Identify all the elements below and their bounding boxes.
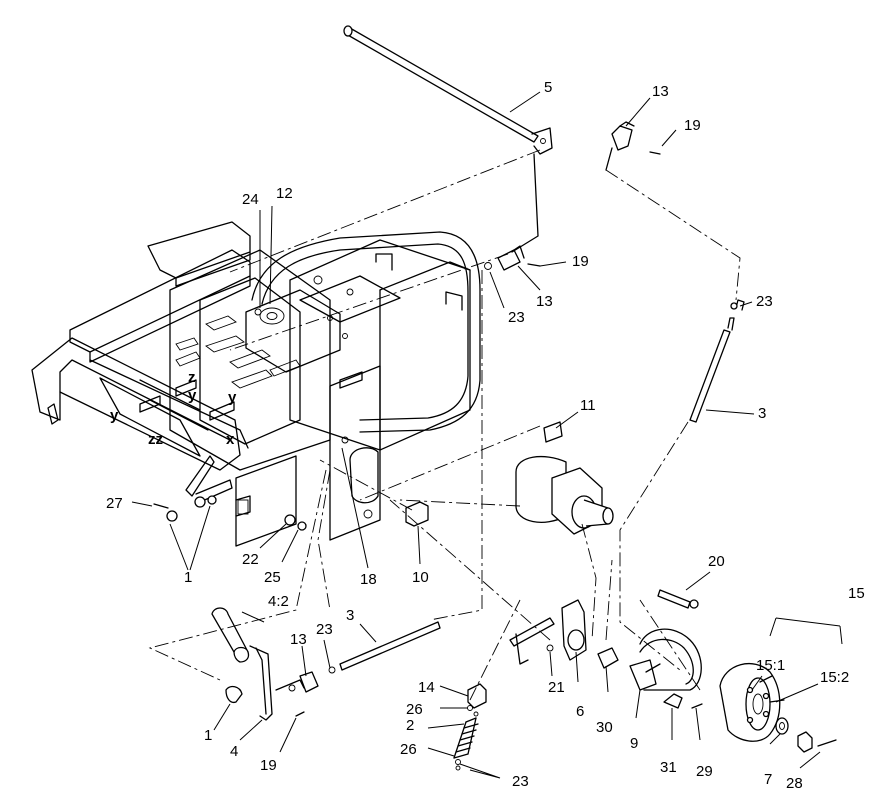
frame-assembly bbox=[31, 221, 481, 547]
callout-15-2: 15:2 bbox=[820, 669, 849, 686]
callout-23: 23 bbox=[508, 309, 525, 326]
callout-4-2: 4:2 bbox=[268, 593, 289, 610]
callout-3: 3 bbox=[758, 405, 766, 422]
leader-lines bbox=[131, 91, 843, 779]
callout-11: 11 bbox=[580, 397, 596, 414]
callout-28: 28 bbox=[786, 775, 803, 792]
mark-y: y bbox=[228, 389, 237, 406]
callout-21: 21 bbox=[548, 679, 565, 696]
callout-1: 1 bbox=[184, 569, 192, 586]
wheel-hub-assembly bbox=[719, 662, 837, 753]
callout-12: 12 bbox=[276, 185, 293, 202]
callout-27: 27 bbox=[106, 495, 123, 512]
callout-20: 20 bbox=[708, 553, 725, 570]
callout-19: 19 bbox=[572, 253, 589, 270]
phantom-lines bbox=[148, 149, 741, 701]
callout-3: 3 bbox=[346, 607, 354, 624]
callout-18: 18 bbox=[360, 571, 377, 588]
callout-31: 31 bbox=[660, 759, 677, 776]
mark-x: x bbox=[226, 431, 235, 448]
callout-19: 19 bbox=[260, 757, 277, 774]
motor-assembly bbox=[405, 421, 614, 535]
callout-9: 9 bbox=[630, 735, 638, 752]
mark-y: y bbox=[188, 387, 197, 404]
callout-6: 6 bbox=[576, 703, 584, 720]
spring-assembly bbox=[453, 705, 479, 771]
hardware bbox=[153, 302, 738, 531]
callout-4: 4 bbox=[230, 743, 238, 760]
callout-23: 23 bbox=[756, 293, 773, 310]
callout-1: 1 bbox=[204, 727, 212, 744]
callout-23: 23 bbox=[512, 773, 529, 790]
callout-2: 2 bbox=[406, 717, 414, 734]
frame-reference-marks: z y y zz x y bbox=[110, 369, 237, 448]
callout-13: 13 bbox=[290, 631, 307, 648]
callout-14: 14 bbox=[418, 679, 435, 696]
callout-19: 19 bbox=[684, 117, 701, 134]
callout-23: 23 bbox=[316, 621, 333, 638]
callout-5: 5 bbox=[544, 79, 552, 96]
mark-zz: zz bbox=[148, 431, 163, 448]
callout-24: 24 bbox=[242, 191, 259, 208]
callout-7: 7 bbox=[764, 771, 772, 788]
callout-15-1: 15:1 bbox=[756, 657, 785, 674]
mark-y: y bbox=[110, 407, 119, 424]
callout-26: 26 bbox=[406, 701, 423, 718]
callout-25: 25 bbox=[264, 569, 281, 586]
mark-z: z bbox=[188, 369, 196, 386]
callout-29: 29 bbox=[696, 763, 713, 780]
brake-assembly bbox=[467, 589, 703, 709]
callout-13: 13 bbox=[536, 293, 553, 310]
callout-labels: 5 13 19 24 12 19 13 23 23 3 11 27 1 22 2… bbox=[106, 79, 865, 792]
callout-22: 22 bbox=[242, 551, 259, 568]
callout-10: 10 bbox=[412, 569, 429, 586]
callout-30: 30 bbox=[596, 719, 613, 736]
callout-15: 15 bbox=[848, 585, 865, 602]
callout-13: 13 bbox=[652, 83, 669, 100]
callout-26: 26 bbox=[400, 741, 417, 758]
pedal-assembly bbox=[211, 607, 441, 721]
